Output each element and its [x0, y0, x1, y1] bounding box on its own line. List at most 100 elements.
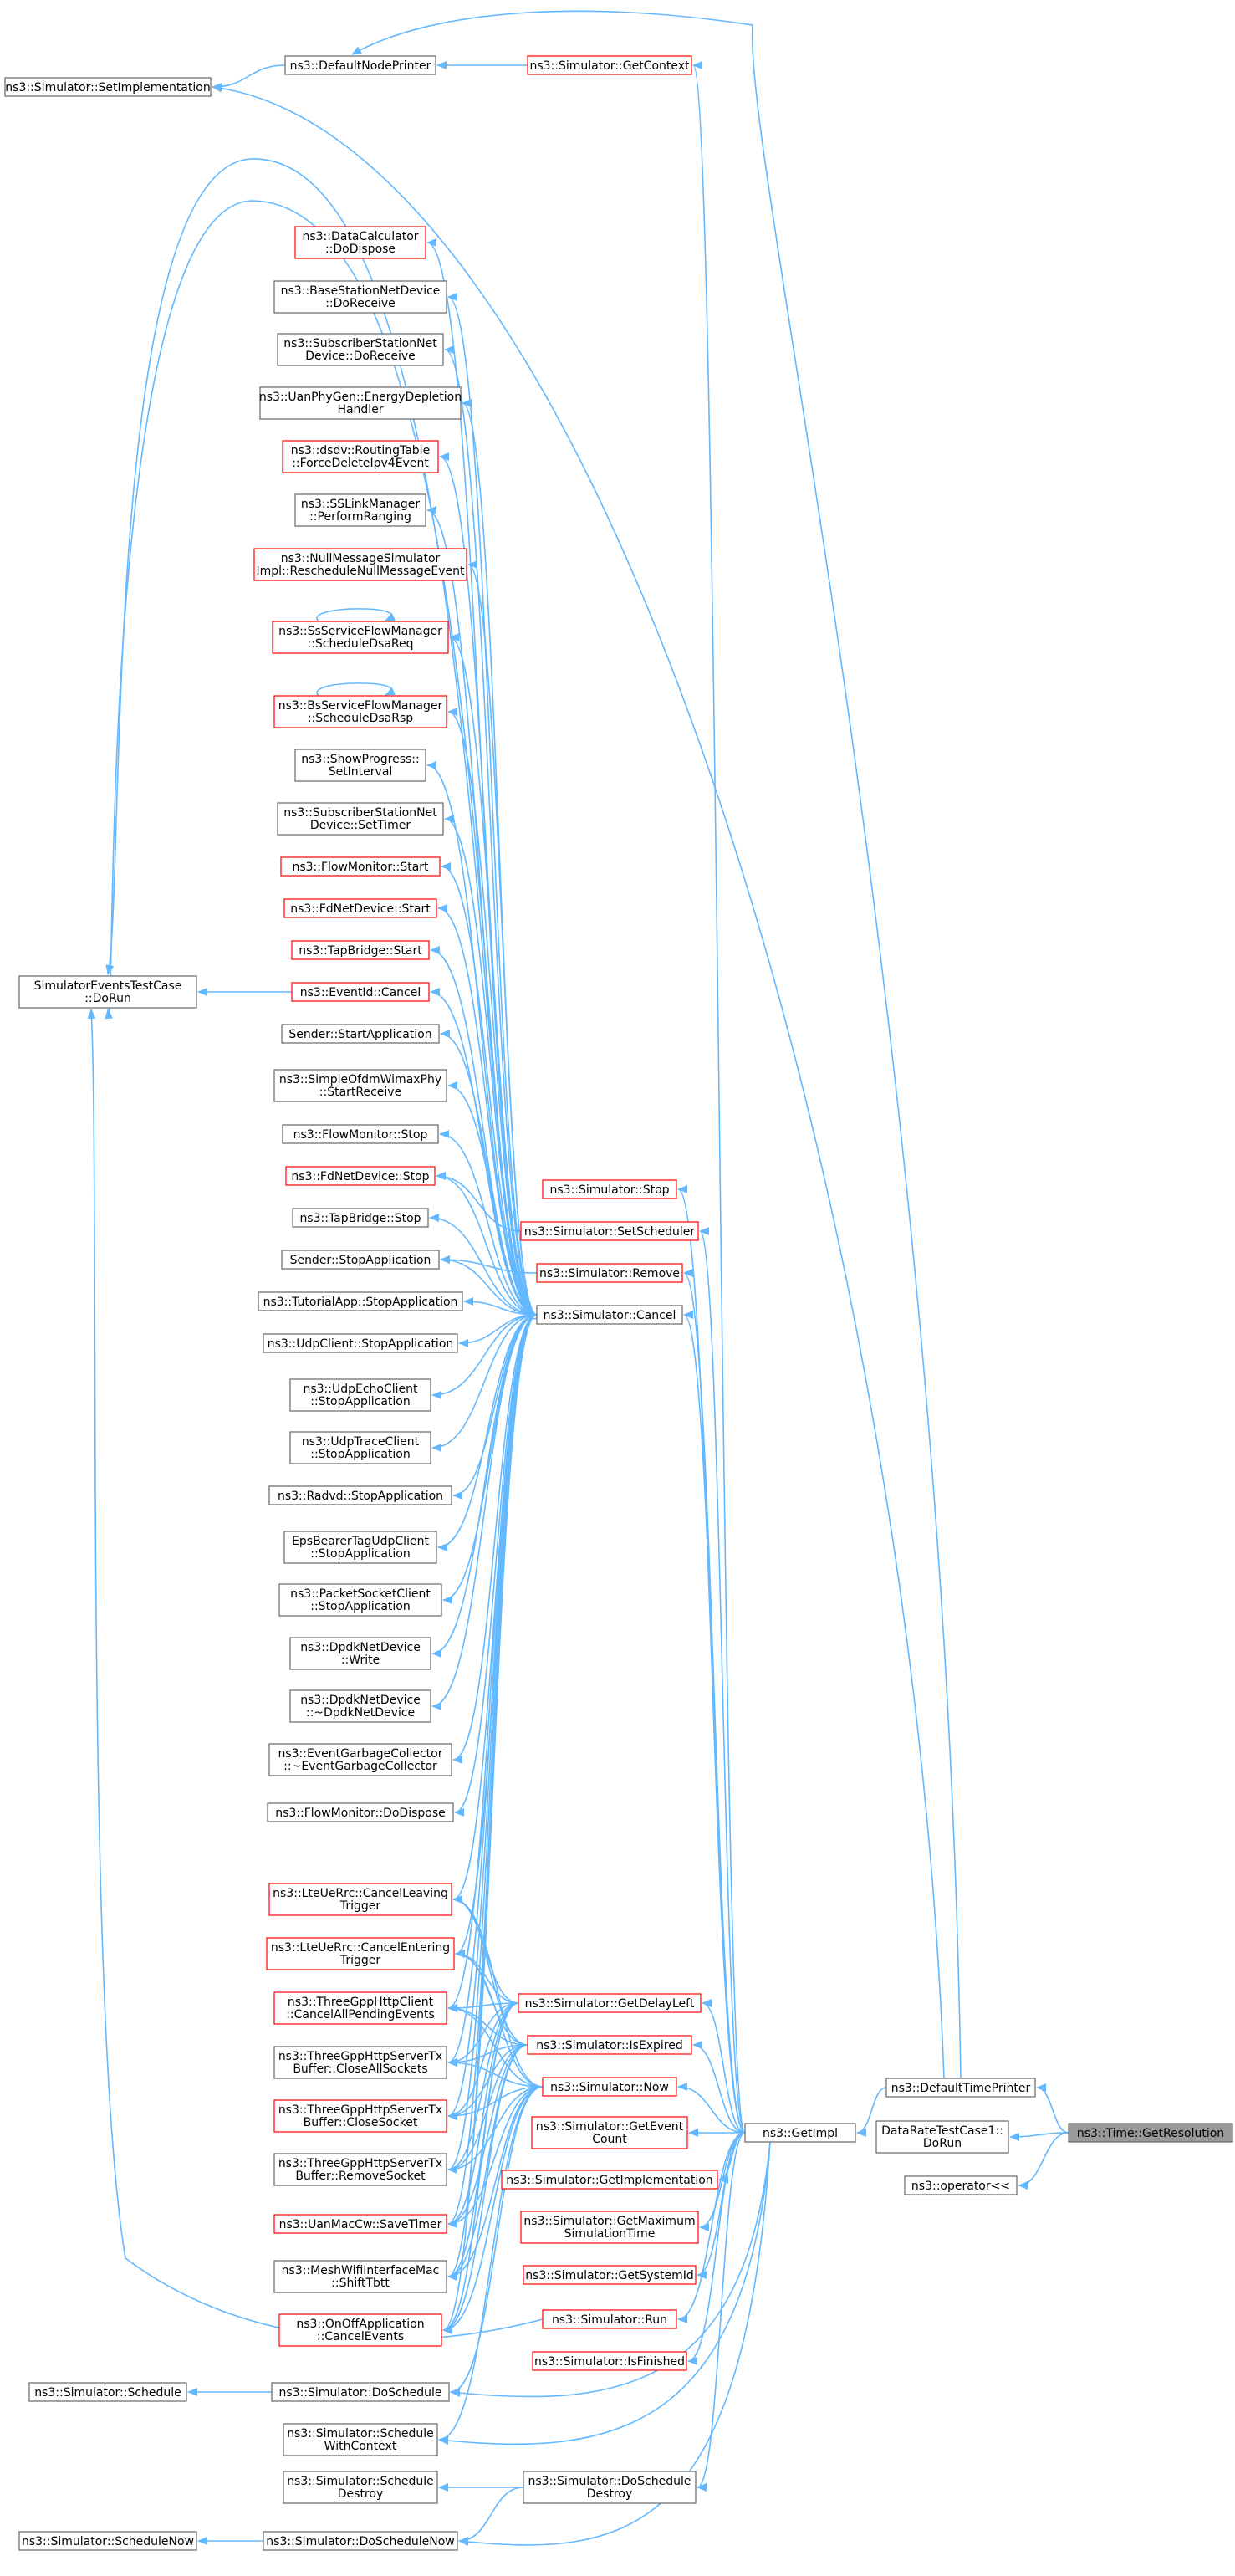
edge-setsched-fdstop	[436, 1172, 522, 1232]
node-label: ::StartReceive	[319, 1086, 401, 1099]
node-c-sslink[interactable]: ns3::SSLinkManager::PerformRanging	[294, 493, 426, 527]
node-n-doschednow[interactable]: ns3::Simulator::DoScheduleNow	[263, 2531, 458, 2551]
node-c-radvd[interactable]: ns3::Radvd::StopApplication	[268, 1485, 452, 1505]
node-box	[268, 1485, 452, 1505]
node-c-fmdispose[interactable]: ns3::FlowMonitor::DoDispose	[267, 1802, 454, 1822]
node-c-tapstop[interactable]: ns3::TapBridge::Stop	[292, 1208, 429, 1228]
node-c-onoff[interactable]: ns3::OnOffApplication::CancelEvents	[278, 2313, 442, 2347]
node-n-getres[interactable]: ns3::Time::GetResolution	[1068, 2123, 1233, 2143]
node-box	[253, 548, 467, 581]
node-c-fmstart[interactable]: ns3::FlowMonitor::Start	[280, 856, 441, 877]
node-c-showprog[interactable]: ns3::ShowProgress::SetInterval	[294, 749, 426, 782]
node-c-ssnetdev[interactable]: ns3::SubscriberStationNetDevice::DoRecei…	[277, 333, 444, 366]
node-label: ns3::operator<<	[911, 2180, 1010, 2193]
node-label: SetInterval	[329, 765, 393, 779]
node-n-deftime[interactable]: ns3::DefaultTimePrinter	[885, 2078, 1036, 2098]
node-c-fdstop[interactable]: ns3::FdNetDevice::Stop	[285, 1166, 436, 1186]
node-label: ns3::Simulator::SetImplementation	[5, 81, 210, 95]
node-label: ::ScheduleDsaRsp	[308, 712, 413, 725]
edge-getdelay-onoff	[442, 2002, 519, 2334]
node-label: ns3::DefaultTimePrinter	[891, 2082, 1031, 2095]
node-n-cancel[interactable]: ns3::Simulator::Cancel	[536, 1305, 683, 1325]
node-label: ns3::Simulator::Schedule	[287, 2427, 434, 2441]
node-label: ns3::UdpTraceClient	[302, 1435, 420, 1449]
node-c-packetsock[interactable]: ns3::PacketSocketClient::StopApplication	[278, 1583, 442, 1617]
node-box	[531, 2116, 688, 2149]
node-n-setimpl[interactable]: ns3::Simulator::SetImplementation	[4, 77, 212, 97]
node-c-senderstop[interactable]: Sender::StopApplication	[281, 1250, 440, 1270]
node-n-datarate[interactable]: DataRateTestCase1::DoRun	[875, 2120, 1009, 2154]
node-c-meshwifi[interactable]: ns3::MeshWifiInterfaceMac::ShiftTbtt	[273, 2260, 447, 2293]
node-c-sstimer[interactable]: ns3::SubscriberStationNetDevice::SetTime…	[277, 802, 444, 836]
node-label: ns3::Simulator::IsExpired	[536, 2039, 683, 2052]
node-c-dsdv[interactable]: ns3::dsdv::RoutingTable::ForceDeleteIpv4…	[282, 440, 439, 473]
node-c-dpdkdtor[interactable]: ns3::DpdkNetDevice::~DpdkNetDevice	[289, 1689, 431, 1723]
node-c-dpdkwrite[interactable]: ns3::DpdkNetDevice::Write	[289, 1637, 431, 1670]
node-label: ns3::Simulator::ScheduleNow	[22, 2535, 194, 2548]
node-label: ns3::Radvd::StopApplication	[278, 1490, 443, 1503]
node-c-eventid[interactable]: ns3::EventId::Cancel	[291, 982, 430, 1002]
node-c-3gppclient[interactable]: ns3::ThreeGppHttpClient::CancelAllPendin…	[273, 1991, 447, 2025]
node-c-tutorial[interactable]: ns3::TutorialApp::StopApplication	[258, 1291, 463, 1311]
node-c-epsbearer[interactable]: EpsBearerTagUdpClient::StopApplication	[283, 1531, 437, 1564]
node-n-run[interactable]: ns3::Simulator::Run	[542, 2309, 677, 2329]
node-n-now[interactable]: ns3::Simulator::Now	[542, 2077, 677, 2097]
node-c-3gppremove[interactable]: ns3::ThreeGppHttpServerTxBuffer::RemoveS…	[273, 2153, 447, 2186]
node-n-isexpired[interactable]: ns3::Simulator::IsExpired	[527, 2035, 692, 2055]
node-n-getcontext[interactable]: ns3::Simulator::GetContext	[527, 55, 692, 75]
node-n-schedule[interactable]: ns3::Simulator::Schedule	[28, 2382, 187, 2402]
node-n-isfinished[interactable]: ns3::Simulator::IsFinished	[532, 2351, 687, 2371]
edge-getimpl-schedwctx	[438, 2141, 771, 2446]
node-c-3gppclose[interactable]: ns3::ThreeGppHttpServerTxBuffer::CloseSo…	[273, 2099, 447, 2133]
node-n-simevents[interactable]: SimulatorEventsTestCase::DoRun	[18, 975, 197, 1009]
node-box	[273, 1069, 447, 1102]
node-label: ::Write	[341, 1653, 380, 1667]
node-c-udpclient[interactable]: ns3::UdpClient::StopApplication	[263, 1333, 458, 1353]
node-label: ::ScheduleDsaReq	[307, 637, 413, 651]
node-c-bsnetdev[interactable]: ns3::BaseStationNetDevice::DoReceive	[273, 280, 447, 314]
node-n-defnode[interactable]: ns3::DefaultNodePrinter	[284, 55, 436, 75]
node-c-fmstop[interactable]: ns3::FlowMonitor::Stop	[282, 1124, 439, 1144]
node-c-senderstart[interactable]: Sender::StartApplication	[281, 1024, 440, 1044]
node-label: ns3::BsServiceFlowManager	[278, 699, 443, 713]
node-c-3gppcloseall[interactable]: ns3::ThreeGppHttpServerTxBuffer::CloseAl…	[273, 2046, 447, 2079]
node-c-udptrace[interactable]: ns3::UdpTraceClient::StopApplication	[289, 1431, 431, 1464]
node-c-simpleofdm[interactable]: ns3::SimpleOfdmWimaxPhy::StartReceive	[273, 1069, 447, 1102]
node-c-uanmac[interactable]: ns3::UanMacCw::SaveTimer	[273, 2214, 447, 2234]
node-c-udpecho[interactable]: ns3::UdpEchoClient::StopApplication	[289, 1378, 431, 1412]
node-c-datacalc[interactable]: ns3::DataCalculator::DoDispose	[294, 226, 426, 259]
node-label: ns3::SsServiceFlowManager	[278, 625, 442, 638]
node-n-schednow[interactable]: ns3::Simulator::ScheduleNow	[18, 2531, 197, 2551]
node-c-ssflow[interactable]: ns3::SsServiceFlowManager::ScheduleDsaRe…	[272, 621, 449, 654]
node-n-stop[interactable]: ns3::Simulator::Stop	[542, 1179, 677, 1199]
node-n-doschedule[interactable]: ns3::Simulator::DoSchedule	[271, 2382, 450, 2402]
edge-getimpl-isexpired	[692, 2041, 746, 2134]
node-c-tapstart[interactable]: ns3::TapBridge::Start	[291, 940, 430, 960]
node-n-getdelay[interactable]: ns3::Simulator::GetDelayLeft	[518, 1993, 702, 2013]
node-label: ns3::MeshWifiInterfaceMac	[282, 2264, 440, 2277]
node-n-setsched[interactable]: ns3::Simulator::SetScheduler	[520, 1221, 699, 1241]
edge-getres-datarate	[1009, 2132, 1069, 2141]
node-c-fdstart[interactable]: ns3::FdNetDevice::Start	[283, 898, 437, 918]
edge-cancel-senderstop	[440, 1255, 538, 1316]
node-n-getimpl[interactable]: ns3::GetImpl	[744, 2123, 856, 2143]
node-n-getsysid[interactable]: ns3::Simulator::GetSystemId	[523, 2265, 697, 2285]
node-c-bsflow[interactable]: ns3::BsServiceFlowManager::ScheduleDsaRs…	[273, 695, 447, 728]
node-n-getimplementation[interactable]: ns3::Simulator::GetImplementation	[501, 2170, 718, 2190]
node-n-remove[interactable]: ns3::Simulator::Remove	[536, 1263, 683, 1283]
edge-isexpired-3gppcloseall	[447, 2044, 528, 2067]
node-label: ns3::SimpleOfdmWimaxPhy	[279, 1073, 441, 1086]
node-label: ns3::LteUeRrc::CancelEntering	[271, 1941, 450, 1955]
node-box	[520, 1221, 699, 1241]
node-n-operator[interactable]: ns3::operator<<	[904, 2175, 1018, 2195]
node-c-nullmsg[interactable]: ns3::NullMessageSimulatorImpl::Reschedul…	[253, 548, 467, 581]
node-c-eventgc[interactable]: ns3::EventGarbageCollector::~EventGarbag…	[268, 1743, 452, 1776]
